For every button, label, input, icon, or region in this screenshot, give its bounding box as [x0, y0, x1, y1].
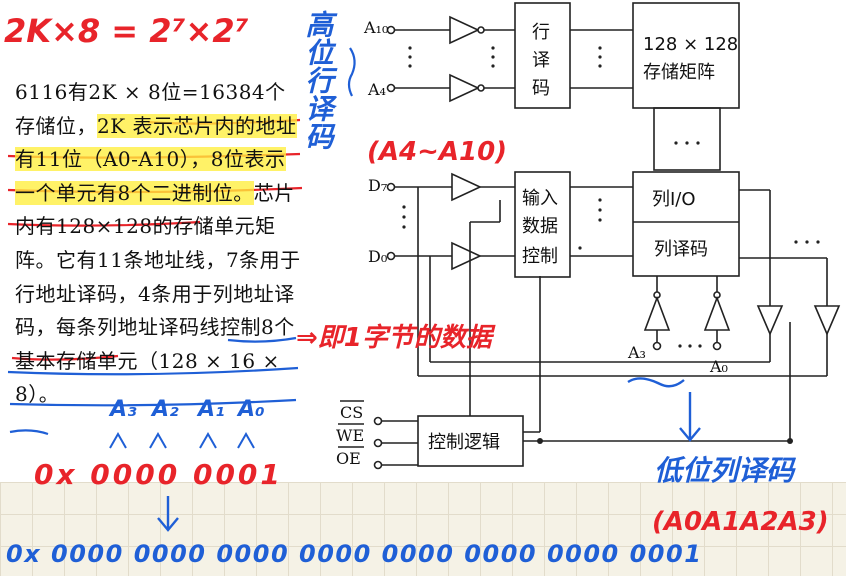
pin-a3: A₃: [627, 343, 646, 362]
top-formula: 2K×8 = 2⁷×2⁷: [4, 12, 249, 50]
svg-text:A₃: A₃: [108, 397, 137, 422]
paragraph-part-3: 芯片内有128×128的存储单元矩阵。它有11条地址线，7条用于行地址译码，4条…: [15, 180, 301, 340]
hex-long-note: 0x 0000 0000 0000 0000 0000 0000 0000 00…: [6, 540, 702, 568]
pin-oe: OE: [336, 449, 361, 468]
description-paragraph: 6116有2K × 8位=16384个存储位，2K 表示芯片内的地址有11位（A…: [15, 76, 305, 412]
row-range-note: (A4~A10): [367, 137, 507, 167]
paragraph-part-4: 每条列地址译码线控制8个基本存储单元: [15, 315, 295, 373]
input-control-box: [514, 171, 571, 278]
column-io-label: 列I/O: [652, 189, 696, 210]
paragraph-part-1: 6116有2K × 8位=16384个存储位，: [15, 80, 286, 138]
pin-cs: CS: [340, 403, 363, 422]
matrix-label-2: 存储矩阵: [643, 62, 715, 83]
pin-a10: A₁₀: [363, 18, 388, 37]
row-decoder-label-2: 译: [532, 50, 550, 71]
control-logic-label: 控制逻辑: [428, 432, 500, 453]
high-row-note: 高位行译码: [301, 10, 335, 150]
paragraph-part-5: （128 × 16 × 8）。: [15, 348, 280, 407]
matrix-label-1: 128 × 128: [643, 34, 738, 55]
input-control-label-1: 输入: [522, 188, 558, 209]
column-bus-box: [653, 107, 721, 171]
caret-marks: [109, 431, 255, 449]
pin-we: WE: [336, 426, 364, 445]
ellipsis-dots: [402, 46, 820, 444]
row-decoder-label-1: 行: [532, 22, 550, 43]
row-decoder-box: [514, 2, 571, 109]
pin-a4: A₄: [367, 80, 386, 99]
pin-a0: A₀: [709, 357, 728, 376]
svg-text:A₂: A₂: [150, 397, 179, 422]
low-col-note: 低位列译码: [654, 454, 797, 487]
hex-short-note: 0x 0000 0001: [34, 458, 283, 491]
svg-text:A₁: A₁: [196, 397, 225, 422]
circuit-wires: [338, 2, 841, 470]
blue-underlines: [7, 336, 299, 436]
svg-text:高位行译码: 高位行译码: [301, 10, 335, 150]
column-decoder-label: 列译码: [654, 239, 708, 260]
input-control-label-3: 控制: [522, 246, 558, 267]
paragraph-part-2: 2K 表示芯片内的地址有11位（A0-A10），8位表示一个单元有8个二进制位。: [15, 113, 297, 205]
low-col-pins-note: (A0A1A2A3): [652, 507, 829, 537]
column-io-box: [632, 171, 740, 277]
pin-d0: D₀: [368, 247, 387, 266]
byte-note: ⇒即1字节的数据: [296, 323, 496, 353]
matrix-box: [632, 2, 740, 109]
pin-d7: D₇: [368, 176, 387, 195]
input-control-label-2: 数据: [522, 216, 558, 237]
row-decoder-label-3: 码: [532, 78, 550, 99]
notebook-grid: [0, 482, 846, 576]
